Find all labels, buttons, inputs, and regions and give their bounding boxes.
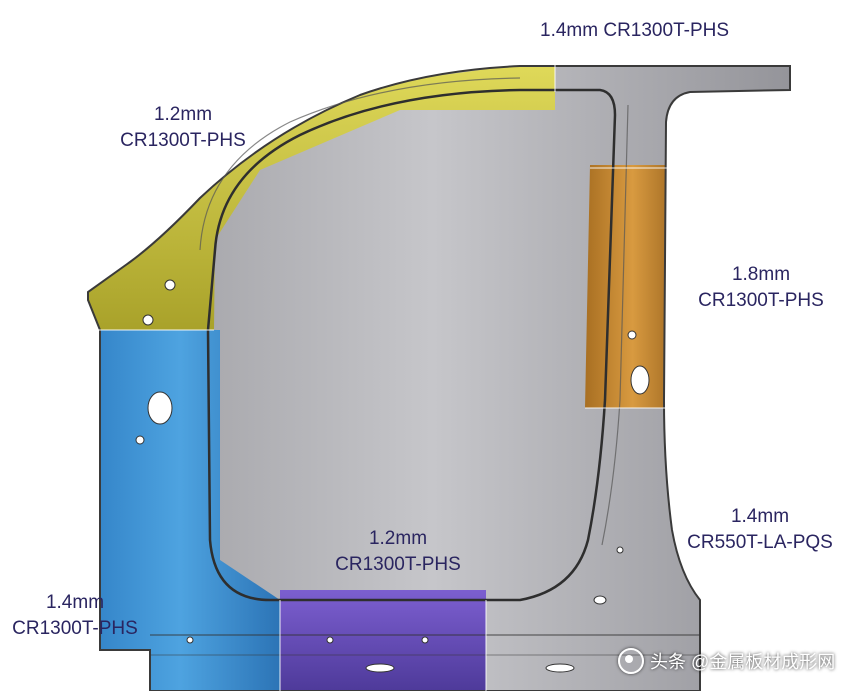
hole [616,546,624,554]
hole [421,636,429,644]
hole [593,595,607,605]
yellow-region-a-pillar [88,66,555,330]
orange-region-b-pillar-upper [585,165,680,408]
label-sill-front: 1.4mm CR1300T-PHS [0,590,150,642]
purple-region-sill [280,590,486,691]
a-pillar-flange-line [199,77,521,251]
label-b-pillar-upper: 1.8mm CR1300T-PHS [686,262,836,314]
label-b-pillar-upper-grade: CR1300T-PHS [698,290,824,311]
label-b-pillar-lower-thickness: 1.4mm [730,506,790,527]
label-sill-middle-thickness: 1.2mm [368,528,428,549]
label-roof-rail: 1.4mm CR1300T-PHS [540,18,729,44]
watermark: 头条 @金属板材成形网 [618,646,835,676]
label-roof-grade: CR1300T-PHS [603,20,730,41]
hole [186,636,194,644]
hole [164,279,176,291]
material-boundaries [88,62,680,691]
b-pillar-slot-hole [630,365,650,395]
sill-hole [545,663,575,673]
door-opening-outline [206,88,617,602]
label-a-pillar-grade: CR1300T-PHS [120,130,246,151]
frame-outer-outline [87,65,791,692]
label-b-pillar-lower: 1.4mm CR550T-LA-PQS [672,504,848,556]
blue-region-hinge-pillar [88,330,280,691]
label-sill-middle: 1.2mm CR1300T-PHS [318,526,478,578]
hole [627,330,637,340]
watermark-logo-icon [618,648,644,674]
hole [135,435,145,445]
label-sill-middle-grade: CR1300T-PHS [335,554,461,575]
label-sill-front-thickness: 1.4mm [45,592,105,613]
label-a-pillar-thickness: 1.2mm [153,104,213,125]
mounting-holes [135,279,650,673]
label-b-pillar-upper-thickness: 1.8mm [731,264,791,285]
label-roof-thickness: 1.4mm [540,20,599,41]
hole [326,636,334,644]
watermark-text: 头条 @金属板材成形网 [650,652,836,672]
label-sill-front-grade: CR1300T-PHS [12,618,138,639]
hinge-slot-hole [147,391,173,425]
hole [142,314,154,326]
sill-hole [365,663,395,673]
label-b-pillar-lower-grade: CR550T-LA-PQS [687,532,833,553]
label-a-pillar: 1.2mm CR1300T-PHS [108,102,258,154]
